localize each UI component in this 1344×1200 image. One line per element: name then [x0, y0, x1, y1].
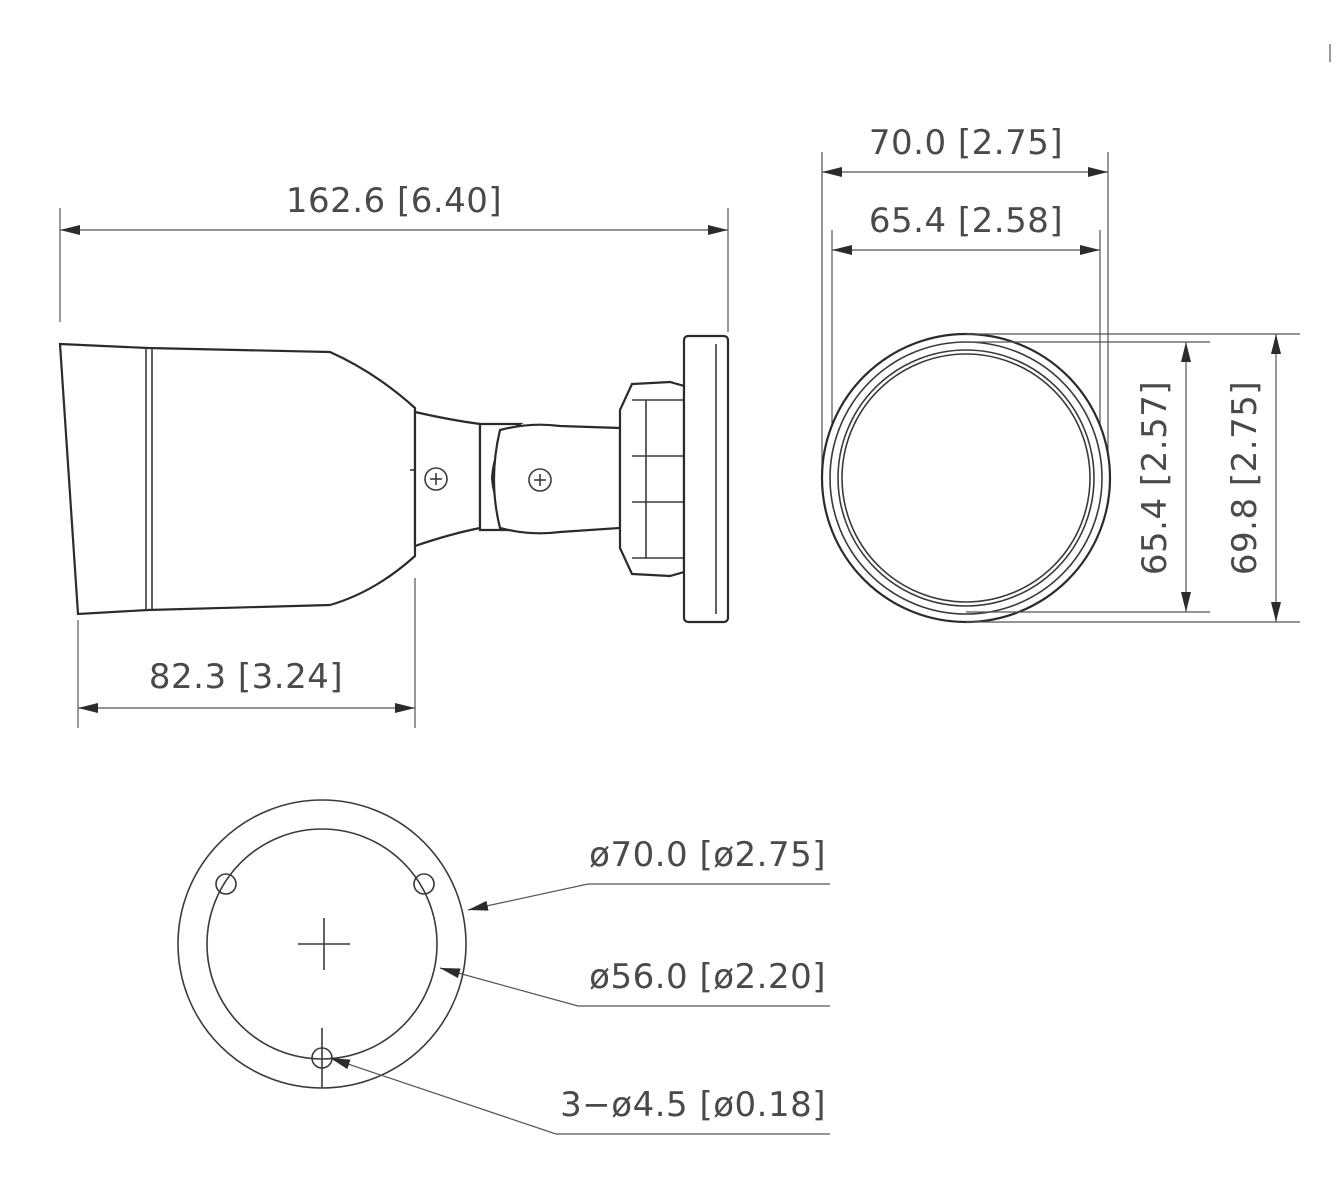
dim-text-base-holes: 3−ø4.5 [ø0.18] [560, 1085, 826, 1125]
front-outer-ring [820, 332, 1112, 624]
leader-outer-diameter [467, 883, 830, 911]
dim-text-front-inner-height: 65.4 [2.57] [1135, 381, 1175, 575]
bracket-arm [492, 423, 622, 535]
dim-text-front-outer-height: 69.8 [2.75] [1225, 381, 1265, 575]
camera-body [58, 342, 417, 616]
dim-text-base-bolt-circle: ø56.0 [ø2.20] [589, 957, 826, 997]
mount-plate [682, 334, 730, 624]
base-hole-left [215, 873, 237, 895]
dim-text-base-outer-diameter: ø70.0 [ø2.75] [589, 835, 826, 875]
neck-screw [424, 467, 448, 491]
leader-holes [329, 1057, 830, 1135]
dim-text-front-outer-width: 70.0 [2.75] [869, 123, 1063, 163]
front-view: 70.0 [2.75] 65.4 [2.58] 65.4 [2.57] 69.8… [820, 44, 1331, 624]
bracket-screw [528, 468, 552, 492]
leader-bolt-circle [439, 967, 830, 1007]
dim-text-front-inner-width: 65.4 [2.58] [869, 201, 1063, 241]
dim-text-body-length: 82.3 [3.24] [149, 657, 343, 697]
base-view: ø70.0 [ø2.75] ø56.0 [ø2.20] 3−ø4.5 [ø0.1… [177, 799, 830, 1135]
base-hole-right [413, 873, 435, 895]
dim-text-total-length: 162.6 [6.40] [286, 181, 502, 221]
front-lens-ring [841, 353, 1091, 603]
front-inner-ring [837, 349, 1095, 607]
side-view: 162.6 [6.40] 82.3 [3.24] [58, 181, 730, 728]
mount-collar [618, 380, 686, 578]
